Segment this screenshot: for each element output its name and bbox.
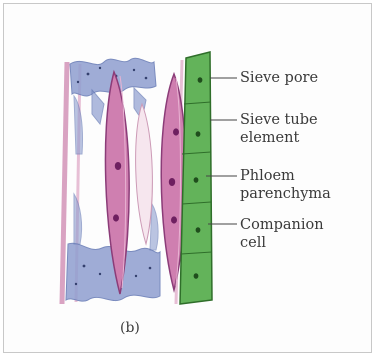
label-phloem-line2: parenchyma [240, 186, 331, 203]
label-companion-line1: Companion [240, 217, 324, 234]
label-sieve-tube-line1: Sieve tube [240, 112, 318, 129]
figure-caption: (b) [120, 320, 140, 337]
phloem-tissue-diagram [4, 4, 371, 352]
label-phloem-line1: Phloem [240, 168, 295, 185]
phloem-parenchyma [136, 104, 153, 244]
label-companion-line2: cell [240, 235, 266, 252]
figure-frame: Sieve pore Sieve tube element Phloem par… [3, 3, 372, 353]
label-sieve-pore: Sieve pore [240, 70, 318, 87]
label-sieve-tube-line2: element [240, 130, 299, 147]
companion-cell [180, 52, 212, 304]
